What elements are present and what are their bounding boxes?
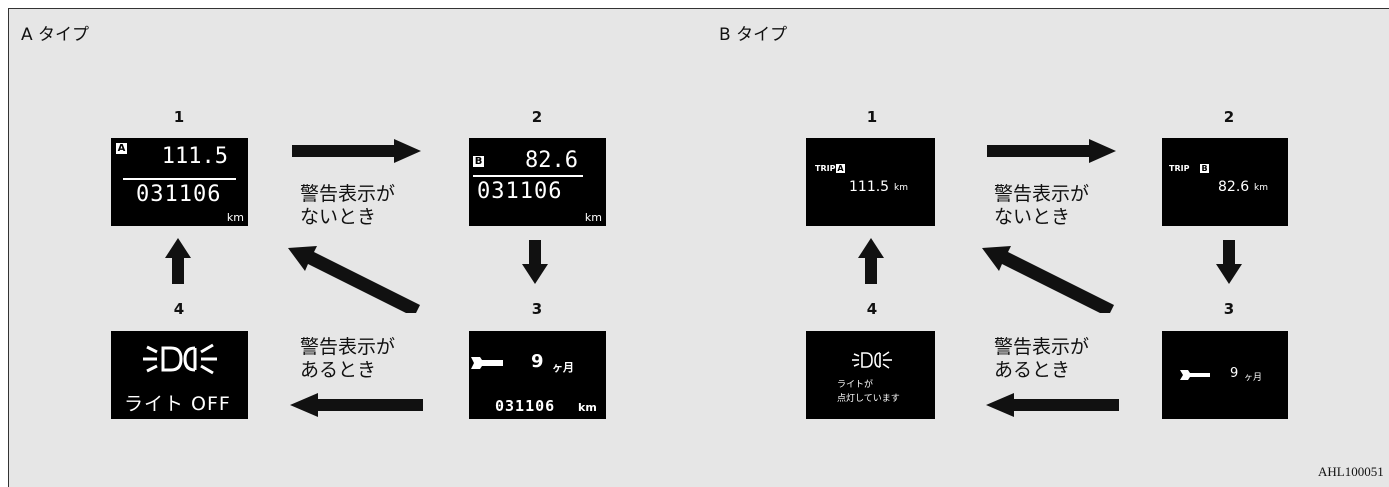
unit-label: km <box>226 211 244 224</box>
label-line: ないとき <box>994 206 1071 228</box>
arrow-up-4-to-1 <box>165 238 191 284</box>
separator-line <box>123 178 236 180</box>
type-a-step-3-number: 3 <box>531 300 543 318</box>
label-no-warning: 警告表示が ないとき <box>300 183 395 229</box>
arrow-diagonal-3-to-1 <box>982 246 1114 313</box>
trip-label: TRIP <box>815 164 836 173</box>
wrench-icon <box>1180 369 1210 381</box>
trip-value: 111.5 <box>849 179 890 195</box>
unit-label: km <box>894 183 908 193</box>
separator-line <box>473 175 583 177</box>
type-a-title: A タイプ <box>21 25 90 45</box>
type-a-step-2-number: 2 <box>531 108 543 126</box>
label-line: 警告表示が <box>300 183 396 205</box>
type-b-display-3: 9 ヶ月 <box>1162 331 1288 419</box>
type-b-display-1: TRIP A 111.5 km <box>806 138 935 226</box>
unit-label: km <box>584 211 602 224</box>
label-warning: 警告表示が あるとき <box>300 336 395 382</box>
type-a-display-4: ライト OFF <box>111 331 248 419</box>
unit-label: km <box>1254 183 1268 193</box>
trip-letter-badge: B <box>1200 164 1209 173</box>
headlight-icon <box>141 339 219 383</box>
trip-label: TRIP <box>1169 164 1190 173</box>
light-status-line-1: ライトが <box>837 380 874 390</box>
label-line: あるとき <box>300 359 377 381</box>
type-b-title: B タイプ <box>719 25 788 45</box>
arrow-right-1-to-2 <box>987 139 1116 163</box>
odometer-value: 031106 <box>495 397 556 415</box>
months-value: 9 <box>1230 366 1239 381</box>
months-unit: ヶ月 <box>1244 373 1263 383</box>
type-a-step-1-number: 1 <box>173 108 185 126</box>
arrow-right-1-to-2 <box>292 139 421 163</box>
type-b-step-2-number: 2 <box>1223 108 1235 126</box>
arrow-down-2-to-3 <box>522 240 548 284</box>
label-line: あるとき <box>994 359 1071 381</box>
trip-value: 111.5 <box>161 144 228 169</box>
trip-value: 82.6 <box>1218 179 1250 195</box>
label-line: 警告表示が <box>300 336 396 358</box>
label-no-warning: 警告表示が ないとき <box>994 183 1089 229</box>
odometer-value: 031106 <box>136 182 222 207</box>
trip-letter-badge: A <box>836 164 845 173</box>
type-a-step-4-number: 4 <box>173 300 185 318</box>
months-unit: ヶ月 <box>552 361 574 374</box>
type-b-display-2: TRIP B 82.6 km <box>1162 138 1288 226</box>
arrow-left-3-to-4 <box>290 393 423 417</box>
arrow-down-2-to-3 <box>1216 240 1242 284</box>
label-warning: 警告表示が あるとき <box>994 336 1089 382</box>
label-line: ないとき <box>300 206 377 228</box>
trip-letter-badge: B <box>473 156 484 167</box>
type-a-display-3: 9 ヶ月 031106 km <box>469 331 606 419</box>
arrow-diagonal-3-to-1 <box>288 246 420 313</box>
type-b-step-4-number: 4 <box>866 300 878 318</box>
type-a-display-2: B 82.6 031106 km <box>469 138 606 226</box>
type-a-display-1: A 111.5 031106 km <box>111 138 248 226</box>
arrow-up-4-to-1 <box>858 238 884 284</box>
arrow-left-3-to-4 <box>986 393 1119 417</box>
figure-code: AHL100051 <box>1318 464 1384 479</box>
type-b-step-3-number: 3 <box>1223 300 1235 318</box>
unit-label: km <box>578 401 597 414</box>
trip-value: 82.6 <box>525 148 578 173</box>
headlight-icon <box>851 349 893 371</box>
type-b-step-1-number: 1 <box>866 108 878 126</box>
trip-letter-badge: A <box>116 143 127 154</box>
light-status-line-2: 点灯しています <box>837 394 900 404</box>
odometer-value: 031106 <box>477 179 563 204</box>
wrench-icon <box>471 355 503 371</box>
light-status-text: ライト OFF <box>124 393 231 415</box>
label-line: 警告表示が <box>994 183 1090 205</box>
label-line: 警告表示が <box>994 336 1090 358</box>
type-b-display-4: ライトが 点灯しています <box>806 331 935 419</box>
months-value: 9 <box>531 351 544 372</box>
